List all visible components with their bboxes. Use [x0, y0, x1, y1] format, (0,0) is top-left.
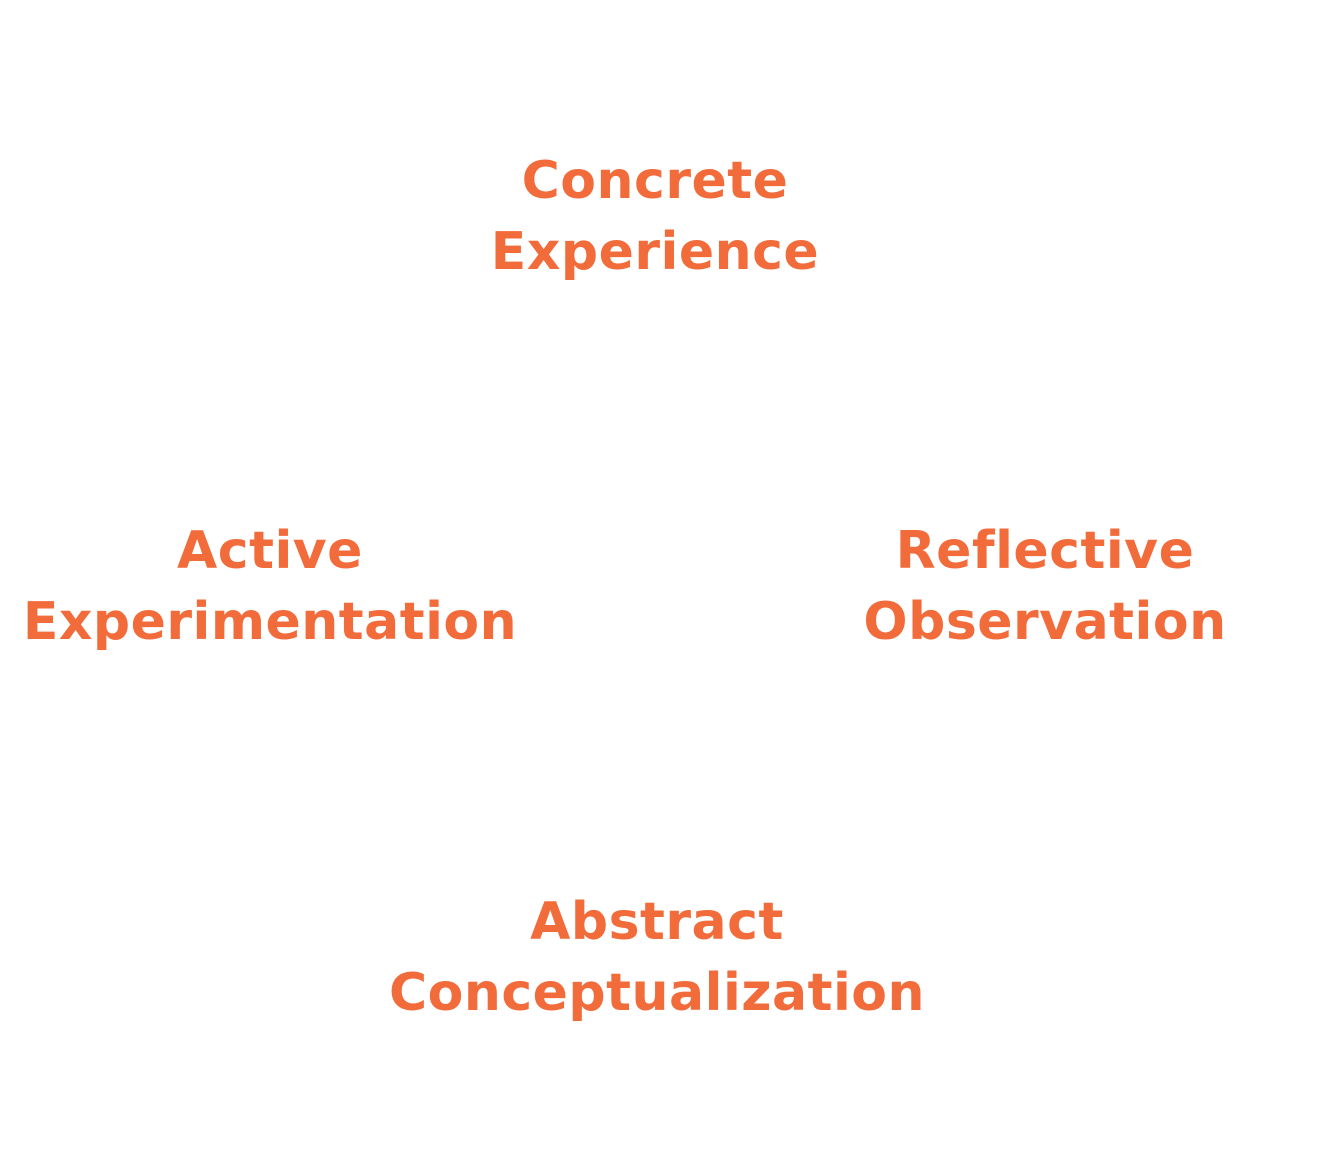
stage-concrete-experience-line1: Concrete — [521, 151, 789, 211]
stage-abstract-conceptualization-line2: Conceptualization — [388, 963, 926, 1023]
stage-reflective-observation-line2: Observation — [863, 592, 1227, 652]
stage-abstract-conceptualization-line1: Abstract — [530, 892, 784, 952]
stage-active-experimentation-line1: Active — [177, 521, 363, 581]
stage-concrete-experience: Concrete Experience — [455, 146, 855, 288]
stage-reflective-observation: Reflective Observation — [820, 516, 1270, 658]
stage-active-experimentation: Active Experimentation — [20, 516, 520, 658]
stage-concrete-experience-line2: Experience — [490, 222, 820, 282]
stage-active-experimentation-line2: Experimentation — [22, 592, 518, 652]
stage-reflective-observation-line1: Reflective — [895, 521, 1195, 581]
stage-abstract-conceptualization: Abstract Conceptualization — [357, 887, 957, 1029]
